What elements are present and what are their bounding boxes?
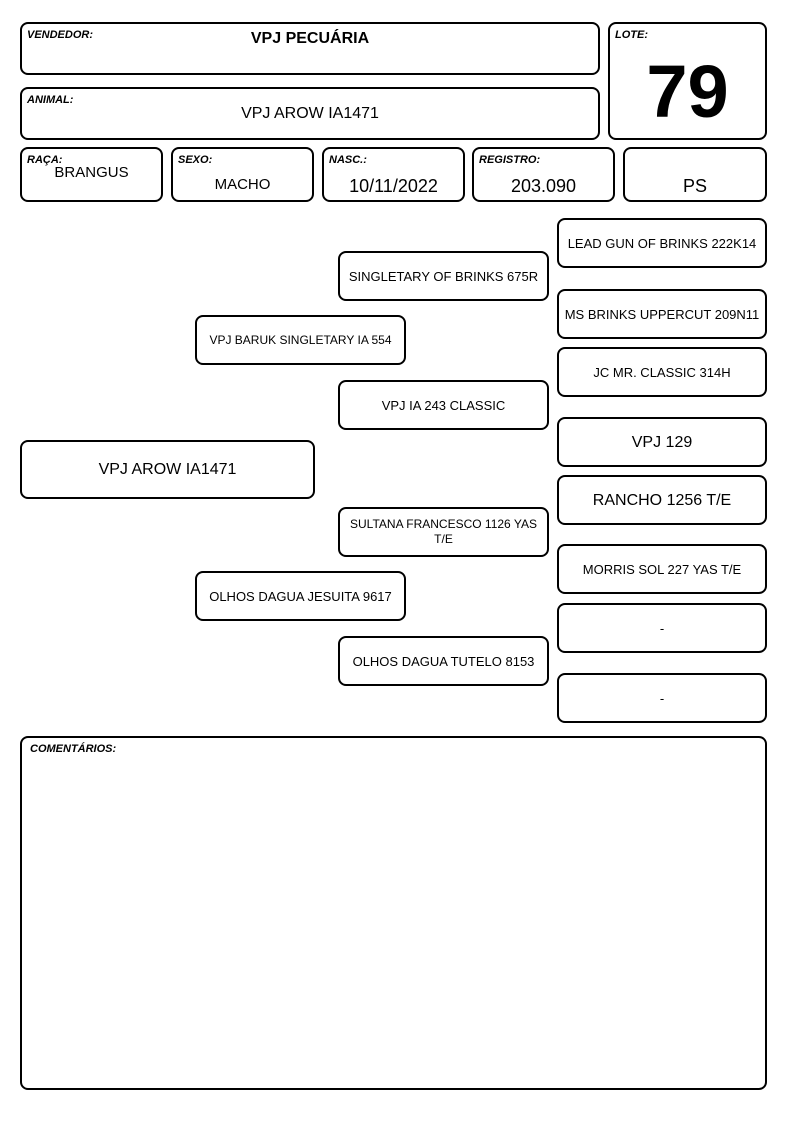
raca-label: RAÇA: <box>27 154 63 166</box>
pedigree-sire: VPJ BARUK SINGLETARY IA 554 <box>195 315 406 365</box>
pedigree-sire-dam-name: VPJ IA 243 CLASSIC <box>381 397 506 413</box>
registro-label: REGISTRO: <box>479 154 541 166</box>
pedigree-ggp-8: - <box>557 673 767 723</box>
pedigree-ggp-2: MS BRINKS UPPERCUT 209N11 <box>557 289 767 339</box>
registro-value: 203.090 <box>510 176 577 196</box>
pedigree-ggp-8-name: - <box>659 690 665 706</box>
pedigree-ggp-6-name: MORRIS SOL 227 YAS T/E <box>582 561 742 577</box>
pedigree-sire-sire-name: SINGLETARY OF BRINKS 675R <box>348 268 539 284</box>
nasc-box: NASC.: 10/11/2022 <box>322 147 465 202</box>
pedigree-dam-name: OLHOS DAGUA JESUITA 9617 <box>209 588 392 604</box>
sexo-value: MACHO <box>214 176 271 193</box>
pedigree-dam-dam: OLHOS DAGUA TUTELO 8153 <box>338 636 549 686</box>
vendedor-value: VPJ PECUÁRIA <box>250 30 370 47</box>
nasc-value: 10/11/2022 <box>349 176 438 196</box>
pedigree-sire-name: VPJ BARUK SINGLETARY IA 554 <box>209 332 392 347</box>
animal-box: ANIMAL: VPJ AROW IA1471 <box>20 87 600 140</box>
pedigree-sire-sire: SINGLETARY OF BRINKS 675R <box>338 251 549 301</box>
comentarios-label: COMENTÁRIOS: <box>30 743 117 755</box>
pedigree-ggp-6: MORRIS SOL 227 YAS T/E <box>557 544 767 594</box>
raca-value: BRANGUS <box>54 164 129 181</box>
nasc-label: NASC.: <box>329 154 367 166</box>
pedigree-ggp-3-name: JC MR. CLASSIC 314H <box>593 364 731 380</box>
animal-value: VPJ AROW IA1471 <box>241 105 379 122</box>
pedigree-ggp-4: VPJ 129 <box>557 417 767 467</box>
raca-box: RAÇA: BRANGUS <box>20 147 163 202</box>
sexo-box: SEXO: MACHO <box>171 147 314 202</box>
lote-box: LOTE: 79 <box>608 22 767 140</box>
comentarios-box: COMENTÁRIOS: <box>20 736 767 1090</box>
vendedor-box: VENDEDOR: VPJ PECUÁRIA <box>20 22 600 75</box>
pedigree-animal-name: VPJ AROW IA1471 <box>98 461 237 478</box>
pedigree-sire-dam: VPJ IA 243 CLASSIC <box>338 380 549 430</box>
pedigree-dam-sire: SULTANA FRANCESCO 1126 YAS T/E <box>338 507 549 557</box>
tipo-value: PS <box>682 176 707 196</box>
pedigree-animal: VPJ AROW IA1471 <box>20 440 315 499</box>
pedigree-dam-sire-name: SULTANA FRANCESCO 1126 YAS T/E <box>350 517 537 546</box>
animal-label: ANIMAL: <box>27 94 74 106</box>
pedigree-ggp-5-name: RANCHO 1256 T/E <box>592 491 732 509</box>
pedigree-ggp-1: LEAD GUN OF BRINKS 222K14 <box>557 218 767 268</box>
registro-box: REGISTRO: 203.090 <box>472 147 615 202</box>
pedigree-ggp-4-name: VPJ 129 <box>631 433 693 451</box>
pedigree-ggp-2-name: MS BRINKS UPPERCUT 209N11 <box>564 306 760 322</box>
lote-value: 79 <box>646 50 729 133</box>
lote-label: LOTE: <box>615 29 648 41</box>
pedigree-ggp-7: - <box>557 603 767 653</box>
sexo-label: SEXO: <box>178 154 213 166</box>
pedigree-dam-dam-name: OLHOS DAGUA TUTELO 8153 <box>352 653 535 669</box>
pedigree-ggp-1-name: LEAD GUN OF BRINKS 222K14 <box>567 235 757 251</box>
tipo-box: PS <box>623 147 767 202</box>
pedigree-ggp-3: JC MR. CLASSIC 314H <box>557 347 767 397</box>
pedigree-dam: OLHOS DAGUA JESUITA 9617 <box>195 571 406 621</box>
pedigree-ggp-7-name: - <box>659 620 665 636</box>
pedigree-ggp-5: RANCHO 1256 T/E <box>557 475 767 525</box>
vendedor-label: VENDEDOR: <box>27 29 94 41</box>
